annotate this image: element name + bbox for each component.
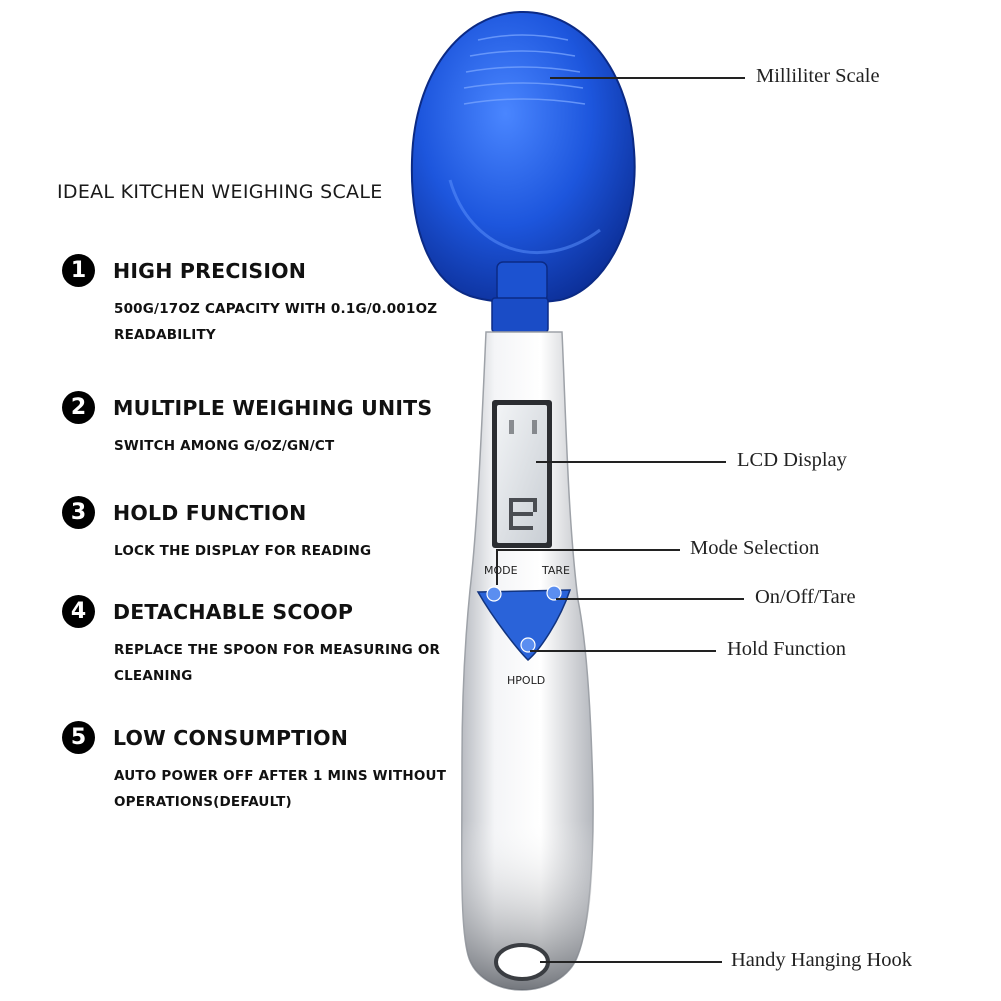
number-badge: 4 — [62, 595, 95, 628]
feature-desc: AUTO POWER OFF AFTER 1 MINS WITHOUT OPER… — [114, 768, 447, 810]
feature-desc: LOCK THE DISPLAY FOR READING — [114, 543, 372, 559]
number-badge: 2 — [62, 391, 95, 424]
feature-desc: REPLACE THE SPOON FOR MEASURING OR CLEAN… — [114, 642, 441, 684]
feature-title: LOW CONSUMPTION — [113, 725, 349, 750]
mode-callout: Mode Selection — [690, 537, 820, 559]
feature-hold-function: 3 HOLD FUNCTION LOCK THE DISPLAY FOR REA… — [62, 496, 462, 564]
feature-title: MULTIPLE WEIGHING UNITS — [113, 395, 433, 420]
number-badge: 1 — [62, 254, 95, 287]
tare-button-label: TARE — [542, 564, 570, 577]
mode-callout-line — [496, 549, 680, 551]
feature-detachable-scoop: 4 DETACHABLE SCOOP REPLACE THE SPOON FOR… — [62, 595, 462, 689]
feature-title: HIGH PRECISION — [113, 258, 307, 283]
lcd-callout-line — [536, 461, 726, 463]
milliliter-callout-line — [550, 77, 745, 79]
button-panel — [476, 589, 572, 662]
number-badge: 3 — [62, 496, 95, 529]
hold-button-icon — [520, 637, 536, 653]
hold-button-label: HPOLD — [507, 674, 546, 687]
feature-title: DETACHABLE SCOOP — [113, 599, 354, 624]
onoff-callout-line — [556, 598, 744, 600]
number-badge: 5 — [62, 721, 95, 754]
mode-button-icon — [486, 586, 502, 602]
hook-callout: Handy Hanging Hook — [731, 949, 913, 971]
lcd-digits — [509, 420, 537, 530]
spoon-neck — [496, 261, 548, 303]
onoff-callout: On/Off/Tare — [755, 586, 856, 608]
mode-callout-line-vertical — [496, 549, 498, 585]
feature-high-precision: 1 HIGH PRECISION 500G/17OZ CAPACITY WITH… — [62, 254, 462, 348]
hook-callout-line — [540, 961, 722, 963]
feature-multiple-units: 2 MULTIPLE WEIGHING UNITS SWITCH AMONG G… — [62, 391, 462, 459]
feature-desc: SWITCH AMONG G/OZ/GN/CT — [114, 438, 335, 454]
page-heading: IDEAL KITCHEN WEIGHING SCALE — [57, 181, 383, 203]
feature-desc: 500G/17OZ CAPACITY WITH 0.1G/0.001OZ REA… — [114, 301, 438, 343]
hold-callout: Hold Function — [727, 638, 847, 660]
feature-low-consumption: 5 LOW CONSUMPTION AUTO POWER OFF AFTER 1… — [62, 721, 462, 815]
tare-button-icon — [546, 585, 562, 601]
hold-callout-line — [530, 650, 716, 652]
mode-button-label: MODE — [484, 564, 518, 577]
milliliter-ridges — [463, 34, 586, 105]
feature-title: HOLD FUNCTION — [113, 500, 307, 525]
lcd-callout: LCD Display — [737, 449, 847, 471]
milliliter-callout: Milliliter Scale — [756, 65, 880, 87]
